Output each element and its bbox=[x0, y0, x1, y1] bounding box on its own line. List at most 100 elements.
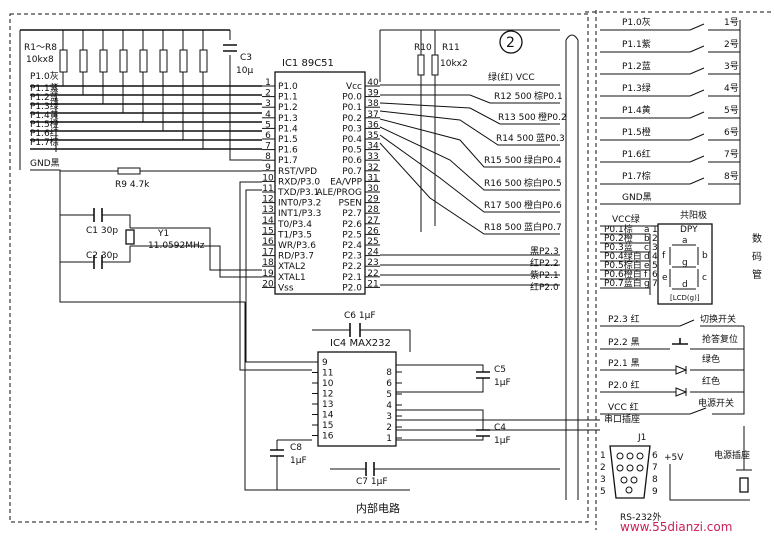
y1-value: 11.0592MHz bbox=[148, 241, 205, 251]
svg-text:2号: 2号 bbox=[724, 39, 739, 50]
ic1-pin-number: 32 bbox=[367, 163, 378, 173]
ic4-pin-number: 5 bbox=[386, 390, 392, 400]
p2-wires: 黑P2.3 红P2.2 紫P2.1 红P2.0 bbox=[380, 246, 560, 293]
ic1-pin-name: ALE/PROG bbox=[316, 188, 362, 198]
ic4-pin-number: 15 bbox=[322, 421, 333, 431]
crystal-y1 bbox=[125, 229, 135, 245]
watermark: www.55dianzi.com bbox=[620, 520, 732, 534]
svg-text:8号: 8号 bbox=[724, 171, 739, 182]
ic1-pin-number: 21 bbox=[367, 279, 378, 289]
svg-text:a: a bbox=[682, 236, 688, 246]
svg-text:4号: 4号 bbox=[724, 83, 739, 94]
svg-text:切换开关: 切换开关 bbox=[700, 313, 736, 325]
ic4-pin-number: 10 bbox=[322, 379, 334, 389]
svg-text:1: 1 bbox=[652, 225, 658, 235]
ic1-pin-name: P2.6 bbox=[342, 220, 362, 230]
svg-text:GND黑: GND黑 bbox=[622, 192, 652, 203]
r10-r11-value: 10kx2 bbox=[440, 59, 468, 69]
ic4-pin-number: 14 bbox=[322, 411, 334, 421]
ic4-pin-number: 12 bbox=[322, 390, 333, 400]
svg-text:e: e bbox=[644, 261, 650, 271]
c8-ref: C8 bbox=[290, 443, 302, 453]
c8-value: 1μF bbox=[290, 456, 307, 466]
svg-text:5号: 5号 bbox=[724, 105, 739, 116]
svg-text:1: 1 bbox=[600, 451, 606, 461]
svg-text:P1.7棕: P1.7棕 bbox=[622, 170, 651, 182]
ic1-pin-number: 39 bbox=[367, 89, 379, 99]
svg-text:P1.5橙: P1.5橙 bbox=[30, 118, 59, 130]
svg-text:RS-232外: RS-232外 bbox=[620, 511, 661, 523]
svg-text:P0.6橙白: P0.6橙白 bbox=[604, 268, 642, 280]
ic1-pin-name: P1.5 bbox=[278, 135, 298, 145]
r11-resistor bbox=[431, 54, 439, 76]
resistor-bank-value: 10kx8 bbox=[26, 55, 54, 65]
svg-text:P1.6红: P1.6红 bbox=[622, 148, 651, 160]
ic1-pin-number: 15 bbox=[262, 226, 273, 236]
ic1-pin-number: 10 bbox=[262, 173, 274, 183]
svg-text:R13 500: R13 500 bbox=[498, 113, 536, 123]
inner-circuit-boundary bbox=[9, 13, 589, 523]
inner-circuit-label: 内部电路 bbox=[356, 501, 400, 515]
svg-text:红P2.0: 红P2.0 bbox=[530, 281, 559, 293]
ic1-title: IC1 89C51 bbox=[282, 58, 334, 69]
svg-text:蓝白P0.7: 蓝白P0.7 bbox=[524, 221, 562, 233]
svg-text:1号: 1号 bbox=[724, 17, 739, 28]
ic1-pin-name: RXD/P3.0 bbox=[278, 177, 320, 187]
ic4-pin-number: 8 bbox=[386, 368, 392, 378]
svg-text:P2.3 红: P2.3 红 bbox=[608, 313, 640, 325]
svg-text:3: 3 bbox=[652, 243, 658, 253]
ic1-pin-name: P0.1 bbox=[342, 103, 362, 113]
ic1-pin-name: P1.6 bbox=[278, 146, 298, 156]
c3-capacitor bbox=[223, 44, 237, 52]
svg-text:9: 9 bbox=[652, 487, 658, 497]
ic1-pin-number: 11 bbox=[262, 184, 273, 194]
c4-ref: C4 bbox=[494, 423, 506, 433]
ic1-pin-number: 17 bbox=[262, 248, 273, 258]
ic4-title: IC4 MAX232 bbox=[330, 338, 391, 349]
svg-text:R16 500: R16 500 bbox=[484, 179, 522, 189]
ic1-pin-name: P2.0 bbox=[342, 283, 362, 293]
ic4-body bbox=[317, 351, 397, 447]
ic1-pin-name: RD/P3.7 bbox=[278, 252, 314, 262]
ic1-pin-name: P1.7 bbox=[278, 156, 298, 166]
ic1-pin-name: P0.5 bbox=[342, 146, 362, 156]
left-header: P1.0灰 P1.1紫 P1.2蓝 P1.3绿 P1.4黄 P1.5橙 P1.6… bbox=[30, 70, 262, 182]
c6-label: C6 1μF bbox=[344, 311, 376, 321]
ic1-pin-name: P0.3 bbox=[342, 124, 362, 134]
svg-text:R14 500: R14 500 bbox=[496, 134, 534, 144]
ic1-pin-number: 18 bbox=[262, 258, 274, 268]
svg-text:绿白P0.4: 绿白P0.4 bbox=[524, 154, 562, 166]
svg-text:黑P2.3: 黑P2.3 bbox=[530, 246, 559, 257]
svg-text:P0.4绿白: P0.4绿白 bbox=[604, 250, 642, 262]
svg-text:P1.1紫: P1.1紫 bbox=[30, 83, 59, 94]
ic1-pin-number: 27 bbox=[367, 216, 378, 226]
ic1-pin-number: 24 bbox=[367, 248, 379, 258]
ic1-pin-number: 19 bbox=[262, 269, 274, 279]
svg-text:b: b bbox=[644, 234, 650, 244]
ic1-pin-name: P0.0 bbox=[342, 93, 362, 103]
c5-ref: C5 bbox=[494, 365, 506, 375]
svg-text:码: 码 bbox=[752, 251, 762, 263]
svg-text:P2.0 红: P2.0 红 bbox=[608, 379, 640, 391]
svg-text:串口插座: 串口插座 bbox=[604, 413, 640, 425]
c5-value: 1μF bbox=[494, 378, 511, 388]
svg-text:P1.6红: P1.6红 bbox=[30, 127, 59, 139]
svg-text:P0.3蓝: P0.3蓝 bbox=[604, 241, 633, 253]
svg-text:3: 3 bbox=[600, 475, 606, 485]
segment-resistors: R12 500 棕P0.1 R13 500 橙P0.2 R14 500 蓝P0.… bbox=[379, 90, 567, 235]
ic4-pin-number: 16 bbox=[322, 432, 334, 442]
svg-text:g: g bbox=[682, 258, 688, 268]
ic1-pin-number: 2 bbox=[265, 89, 271, 99]
svg-text:c: c bbox=[702, 273, 707, 283]
seven-segment-display: VCC绿 共阳极 DPY 数 码 管 P0.1棕 P0.2橙 P0.3蓝 P0.… bbox=[600, 209, 762, 305]
reset-button-symbol bbox=[672, 338, 688, 345]
ic1-pin-number: 3 bbox=[265, 99, 271, 109]
svg-text:4: 4 bbox=[652, 252, 658, 262]
ic1-pin-name: INT1/P3.3 bbox=[278, 209, 321, 219]
svg-text:P1.7棕: P1.7棕 bbox=[30, 136, 59, 148]
svg-text:a: a bbox=[644, 225, 650, 235]
